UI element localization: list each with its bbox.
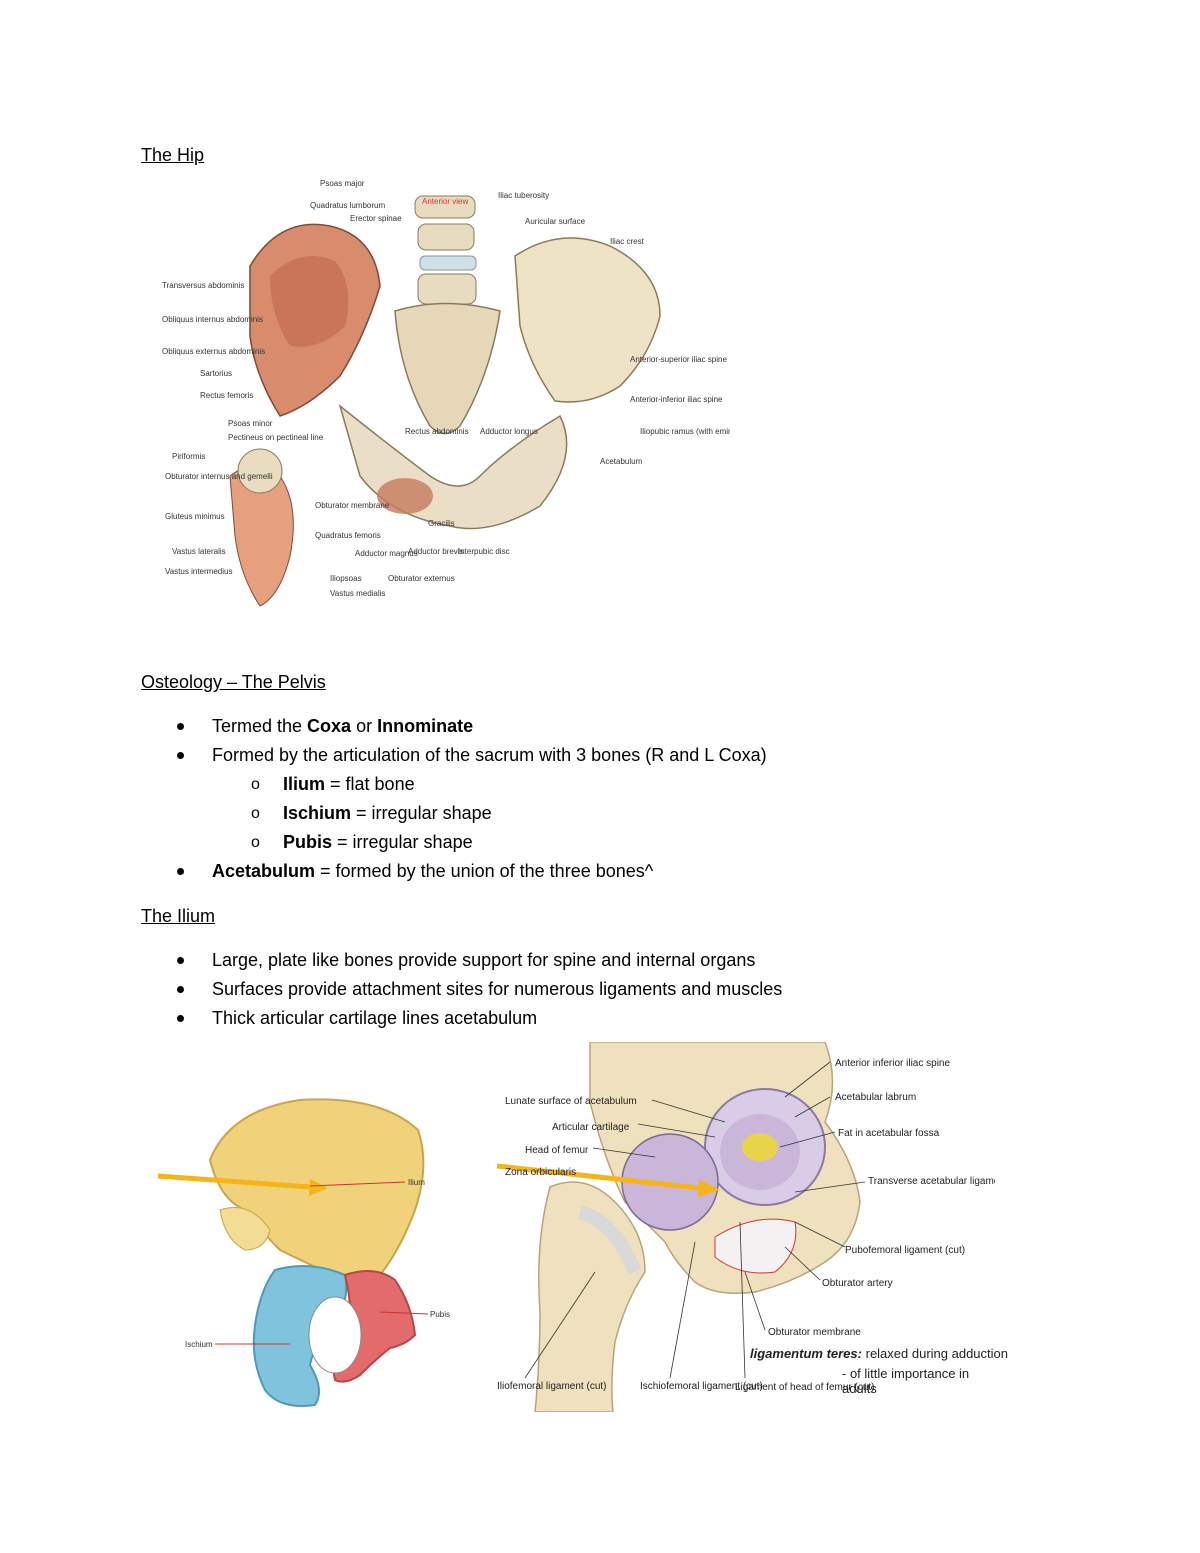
sub-bullet-marker: o <box>251 776 260 793</box>
label-zona-orbicularis: Zona orbicularis <box>505 1167 576 1178</box>
label-ilium: Ilium <box>408 1178 425 1187</box>
label-left-5: Psoas minor <box>228 419 273 428</box>
label-ischium: Ischium <box>185 1340 213 1349</box>
label-right-1: Anterior-inferior iliac spine <box>630 395 723 404</box>
ligamentum-teres-note: ligamentum teres: relaxed during adducti… <box>750 1346 1008 1361</box>
label-fat-in-acetabular-fossa: Fat in acetabular fossa <box>838 1128 940 1139</box>
label-left-1: Obliquus internus abdominis <box>162 315 263 324</box>
label-right-2: Iliopubic ramus (with eminence) <box>640 427 730 436</box>
label-psoas-major: Psoas major <box>320 179 365 188</box>
sub-bullet-marker: o <box>251 805 260 822</box>
section-title-pelvis: Osteology – The Pelvis <box>141 672 326 692</box>
label-bottom-3: Quadratus femoris <box>315 531 381 540</box>
label-bottom-4: Adductor magnus <box>355 549 418 558</box>
section-title-ilium: The Ilium <box>141 906 216 926</box>
label-ischiofemoral-ligament: Ischiofemoral ligament (cut) <box>640 1381 763 1392</box>
label-left-11: Vastus intermedius <box>165 567 232 576</box>
label-left-0: Transversus abdominis <box>162 281 244 290</box>
label-quadratus-lumborum: Quadratus lumborum <box>310 201 385 210</box>
label-left-7: Piriformis <box>172 452 205 461</box>
label-left-2: Obliquus externus abdominis <box>162 347 265 356</box>
label-left-8: Obturator internus and gemelli <box>165 472 273 481</box>
label-auricular-surface: Auricular surface <box>525 217 586 226</box>
bullet-icon <box>177 752 184 759</box>
label-transverse-acetabular-ligament: Transverse acetabular ligament <box>868 1176 995 1187</box>
label-articular-cartilage: Articular cartilage <box>552 1122 630 1133</box>
bullet-icon <box>177 868 184 875</box>
hip-joint-figure: Lunate surface of acetabulum Articular c… <box>495 1042 995 1412</box>
label-left-6: Pectineus on pectineal line <box>228 433 324 442</box>
label-bottom-7: Interpubic disc <box>458 547 510 556</box>
label-bottom-2: Obturator membrane <box>315 501 390 510</box>
label-left-4: Rectus femoris <box>200 391 253 400</box>
bullet-icon <box>177 986 184 993</box>
label-lunate-surface: Lunate surface of acetabulum <box>505 1096 637 1107</box>
label-bottom-6: Adductor brevis <box>408 547 464 556</box>
label-left-10: Vastus lateralis <box>172 547 226 556</box>
bullet-icon <box>177 1015 184 1022</box>
right-labels: Anterior-superior iliac spine Anterior-i… <box>600 355 730 466</box>
label-right-0: Anterior-superior iliac spine <box>630 355 727 364</box>
label-head-of-femur: Head of femur <box>525 1145 589 1156</box>
label-bottom-10: Vastus medialis <box>330 589 385 598</box>
label-right-3: Acetabulum <box>600 457 643 466</box>
label-pubofemoral-ligament: Pubofemoral ligament (cut) <box>845 1245 965 1256</box>
ligamentum-teres-side-note: - of little importance in adults <box>842 1366 970 1396</box>
label-ligament-of-head: Ligament of head of femur (cut) <box>735 1382 875 1393</box>
label-anterior-inferior-iliac-spine: Anterior inferior iliac spine <box>835 1058 950 1069</box>
sub-bullet-marker: o <box>251 834 260 851</box>
label-bottom-1: Adductor longus <box>480 427 538 436</box>
label-pubis: Pubis <box>430 1310 450 1319</box>
bullet-icon <box>177 957 184 964</box>
label-anterior-view: Anterior view <box>422 197 468 206</box>
label-left-3: Sartorius <box>200 369 232 378</box>
pelvis-anterior-figure: Quadratus lumborum Psoas major Erector s… <box>160 176 730 608</box>
label-iliac-crest: Iliac crest <box>610 237 645 246</box>
label-obturator-artery: Obturator artery <box>822 1278 893 1289</box>
label-left-9: Gluteus minimus <box>165 512 225 521</box>
coxal-bone-figure: Ilium Pubis Ischium <box>150 1090 470 1420</box>
label-iliofemoral-ligament: Iliofemoral ligament (cut) <box>497 1381 606 1392</box>
left-labels: Transversus abdominis Obliquus internus … <box>162 281 324 576</box>
label-iliac-tuberosity: Iliac tuberosity <box>498 191 549 200</box>
label-bottom-0: Rectus abdominis <box>405 427 469 436</box>
label-acetabular-labrum: Acetabular labrum <box>835 1092 916 1103</box>
label-bottom-9: Obturator externus <box>388 574 455 583</box>
label-obturator-membrane: Obturator membrane <box>768 1327 861 1338</box>
label-erector-spinae: Erector spinae <box>350 214 402 223</box>
bullet-icon <box>177 723 184 730</box>
label-bottom-8: Iliopsoas <box>330 574 362 583</box>
bottom-labels: Rectus abdominis Adductor longus Obturat… <box>315 427 538 598</box>
section-title-hip: The Hip <box>141 145 205 165</box>
label-bottom-5: Gracilis <box>428 519 455 528</box>
